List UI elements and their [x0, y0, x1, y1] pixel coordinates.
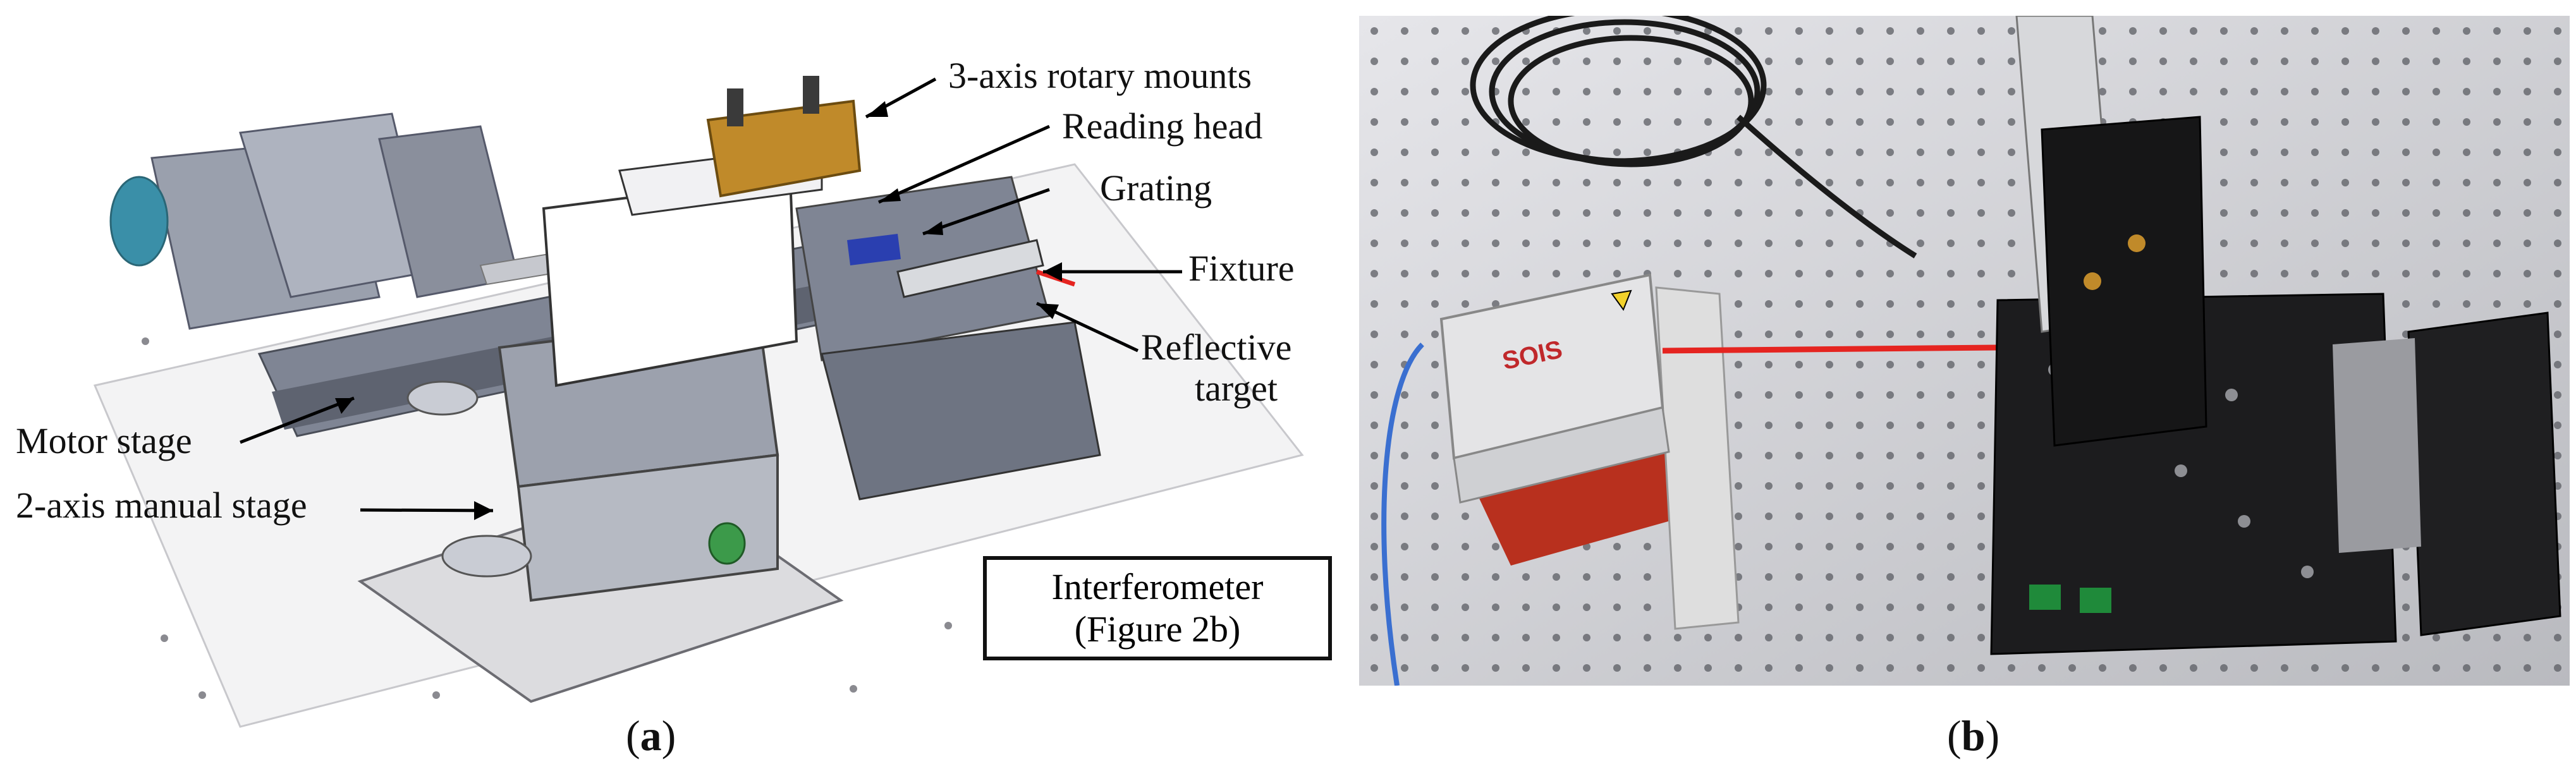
caption-b-letter: b — [1961, 712, 1986, 760]
figure-panel-a: 3-axis rotary mounts Reading head Gratin… — [16, 55, 1332, 760]
caption-a-letter: a — [640, 712, 662, 760]
fixture — [896, 239, 1044, 298]
label-reflective-target-line2: target — [1195, 368, 1278, 409]
interferometer-note-line2: (Figure 2b) — [1074, 608, 1241, 650]
label-reflective-target-line1: Reflective — [1141, 327, 1292, 368]
label-fixture: Fixture — [1188, 248, 1295, 289]
blue-cable — [1381, 343, 1424, 686]
label-rotary-mounts: 3-axis rotary mounts — [948, 55, 1252, 96]
label-grating: Grating — [1100, 167, 1212, 209]
interferometer-note-box: Interferometer (Figure 2b) — [983, 556, 1332, 661]
setup-photo: SOIS — [1359, 16, 2570, 686]
green-lock-screw — [708, 522, 746, 565]
lead-screw-coupler — [2333, 338, 2421, 553]
rail-block-green — [2029, 585, 2061, 610]
laser-warning-icon — [1611, 289, 1632, 312]
fiber-cable-coil — [1470, 16, 1917, 258]
caption-a: (a) — [626, 712, 676, 760]
micrometer-knob — [441, 535, 532, 578]
mount-plate — [2041, 116, 2207, 447]
label-reading-head: Reading head — [1062, 106, 1263, 147]
arrow-heads — [335, 101, 1062, 520]
grating — [847, 234, 901, 265]
stepper-motor-photo — [2407, 312, 2561, 636]
interferometer-note-line1: Interferometer — [1051, 566, 1264, 607]
caption-b: (b) — [1947, 712, 2000, 760]
cad-render — [93, 76, 1304, 728]
callout-arrows — [240, 77, 1182, 512]
figure-panel-b: SOIS — [1359, 16, 2570, 686]
laser-beam-photo — [1662, 344, 1998, 354]
motor-knob — [109, 176, 169, 267]
white-plate — [1655, 286, 1740, 630]
label-manual-stage: 2-axis manual stage — [16, 485, 307, 526]
label-motor-stage: Motor stage — [16, 420, 192, 461]
gold-screw — [2128, 234, 2146, 252]
